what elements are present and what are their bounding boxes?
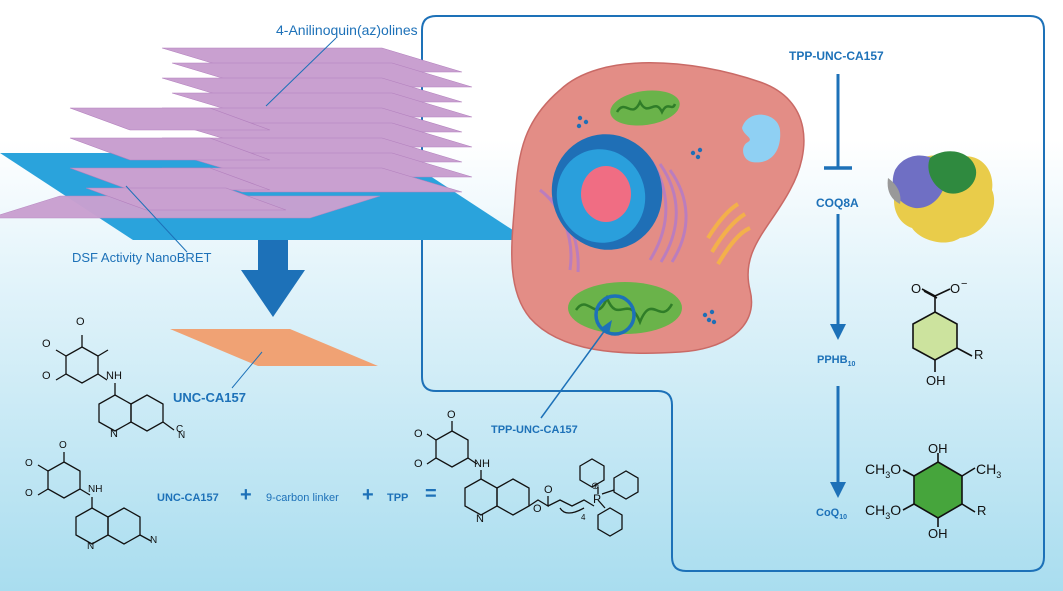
atom-r: R (974, 347, 984, 362)
atom-oh: OH (928, 441, 948, 456)
atom-r: R (977, 503, 987, 518)
methyl-group: CH3 (976, 461, 1002, 480)
anilinoquinoline-label: 4-Anilinoquin(az)olines (276, 22, 418, 38)
atom-nh: NH (88, 484, 103, 495)
coq8a-protein-structure (887, 151, 995, 243)
down-arrow (241, 240, 305, 317)
atom-cn-n: N (150, 535, 158, 546)
nucleolus (581, 166, 631, 222)
coq10-structure (902, 453, 976, 527)
purple-sheet (69, 137, 271, 161)
anilino-callout-line (265, 37, 337, 107)
target-arrow-line (540, 325, 609, 419)
purple-sheet (85, 187, 287, 211)
unc-ca157-label: UNC-CA157 (173, 390, 246, 405)
atom-minus: − (961, 278, 968, 290)
target-circle (594, 294, 636, 336)
atom-oh: OH (928, 526, 948, 541)
atom-o: O (25, 488, 33, 499)
mitochondrion-bottom (568, 282, 682, 334)
methoxy-top: CH3O (865, 461, 902, 480)
pathway-arrows (824, 74, 852, 498)
pathway-coq8a-label: COQ8A (816, 196, 859, 210)
equation-linker: 9-carbon linker (266, 492, 339, 504)
vesicle (742, 114, 781, 163)
methoxy-bottom: CH3O (865, 502, 902, 521)
atom-o: O (42, 370, 51, 382)
dsf-nanobret-label: DSF Activity NanoBRET (72, 250, 212, 265)
mitochondrion-top (610, 90, 680, 126)
unc-callout-line (231, 351, 263, 389)
equation-unc-ca157: UNC-CA157 (157, 492, 219, 504)
unc-sheet (170, 329, 378, 366)
equation-plus-2: + (362, 484, 374, 506)
cell-illustration (511, 62, 805, 419)
atom-o: O (414, 428, 423, 440)
tpp-unc-ca157-structure (426, 421, 639, 537)
dsf-callout-line (125, 185, 188, 253)
atom-nh: NH (106, 370, 122, 382)
atom-n: N (476, 513, 484, 525)
equation-tpp: TPP (387, 492, 409, 504)
unc-ca157-structure-top (55, 335, 175, 432)
atom-oh: OH (926, 373, 946, 388)
atom-o: O (76, 316, 85, 328)
equation-equals: = (425, 483, 437, 505)
purple-sheet (69, 167, 271, 191)
pathway-pphb-label: PPHB10 (817, 354, 856, 369)
pathway-tpp-label: TPP-UNC-CA157 (789, 49, 884, 63)
atom-o: O (414, 458, 423, 470)
equation-plus-1: + (240, 484, 252, 506)
atom-o: O (544, 484, 553, 496)
atom-n: N (87, 541, 95, 552)
atom-n: N (110, 428, 118, 440)
atom-p-charge: ⊕ (591, 481, 600, 492)
cell-panel-outline (421, 15, 1045, 572)
purple-sheet (69, 107, 271, 131)
pathway-coq10-label: CoQ10 (816, 507, 848, 522)
atom-o: O (42, 338, 51, 350)
atom-cn-c: C (176, 424, 184, 435)
atom-subscript-4: 4 (581, 513, 586, 522)
pphb-structure (912, 288, 973, 372)
atom-o: O (533, 503, 542, 515)
atom-cn-n: N (178, 430, 186, 441)
tpp-unc-ca157-cell-label: TPP-UNC-CA157 (491, 424, 578, 436)
atom-o: O (59, 440, 67, 451)
atom-p: P (593, 492, 602, 506)
atom-o: O (950, 281, 961, 296)
unc-ca157-structure-bottom (37, 452, 152, 545)
atom-nh: NH (474, 458, 490, 470)
target-arrowhead (601, 320, 612, 334)
atom-o: O (911, 281, 922, 296)
atom-o: O (25, 458, 33, 469)
atom-o: O (447, 409, 456, 421)
